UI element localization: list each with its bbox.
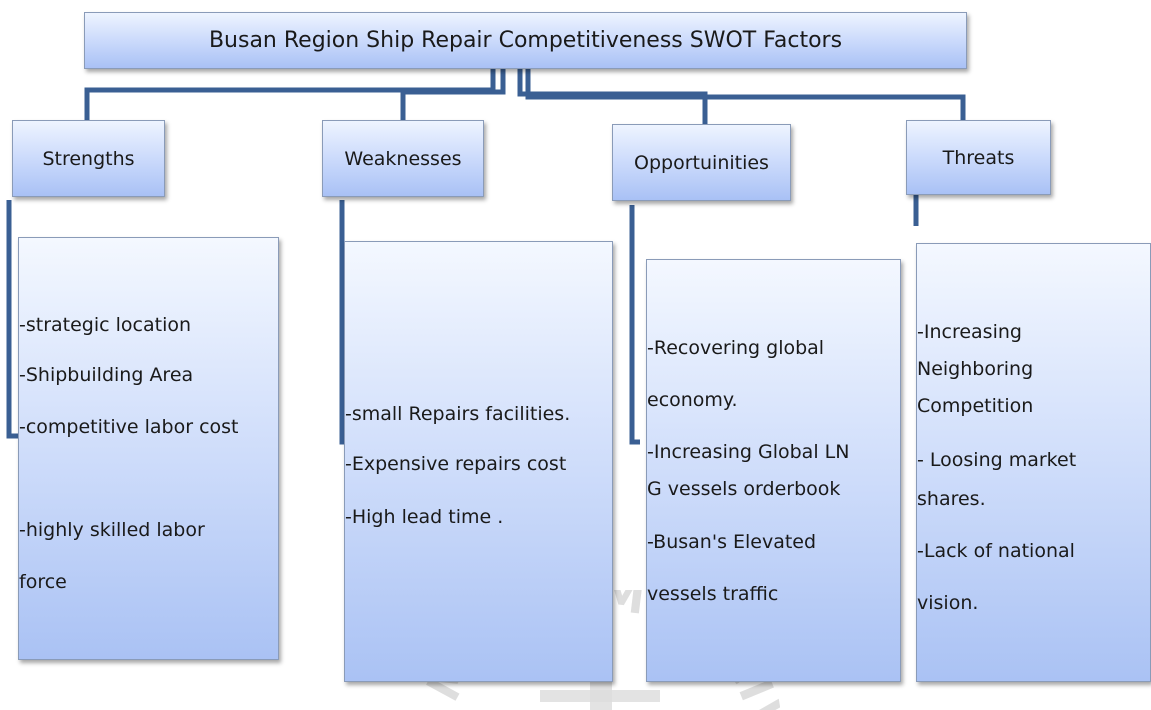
weakness-item: -Expensive repairs cost (345, 453, 567, 475)
header-threats-label: Threats (942, 146, 1015, 169)
weakness-item: -small Repairs facilities. (345, 403, 571, 425)
header-opportunities: Opportuinities (612, 124, 791, 201)
bracket-opportunities (629, 205, 640, 445)
opportunity-item: -Recovering global (647, 337, 825, 359)
diagram-title-text: Busan Region Ship Repair Competitiveness… (208, 28, 843, 53)
connector-weaknesses (400, 68, 506, 120)
strength-item: force (19, 571, 67, 593)
threat-item: Neighboring (917, 358, 1034, 380)
threat-item: Competition (917, 395, 1034, 417)
bracket-strengths (6, 200, 18, 439)
content-strengths: -strategic location -Shipbuilding Area -… (18, 237, 279, 660)
opportunity-item: -Busan's Elevated (647, 531, 817, 553)
connector-opportunities (517, 68, 708, 124)
strength-item: -strategic location (19, 314, 192, 336)
connector-strengths (84, 68, 496, 120)
connector-threats (525, 68, 966, 120)
strength-item: -Shipbuilding Area (19, 364, 194, 386)
threat-item: shares. (917, 488, 986, 510)
content-weaknesses: -small Repairs facilities. -Expensive re… (344, 241, 613, 682)
content-opportunities: -Recovering global economy. -Increasing … (646, 259, 901, 682)
threat-item: -Lack of national (917, 540, 1075, 562)
content-threats: -Increasing Neighboring Competition - Lo… (916, 243, 1151, 682)
header-strengths: Strengths (12, 120, 165, 197)
header-threats: Threats (906, 120, 1051, 195)
weakness-item: -High lead time . (345, 506, 504, 528)
opportunity-item: economy. (647, 389, 738, 411)
threat-item: vision. (917, 592, 979, 614)
header-strengths-label: Strengths (42, 147, 135, 170)
header-weaknesses: Weaknesses (322, 120, 484, 197)
diagram-title: Busan Region Ship Repair Competitiveness… (84, 12, 967, 69)
header-weaknesses-label: Weaknesses (344, 147, 462, 170)
opportunity-item: -Increasing Global LN (647, 441, 850, 463)
opportunity-item: G vessels orderbook (647, 478, 841, 500)
strength-item: -highly skilled labor (19, 519, 205, 541)
opportunity-item: vessels traffic (647, 583, 779, 605)
threat-item: -Increasing (917, 321, 1022, 343)
threat-item: - Loosing market (917, 449, 1077, 471)
header-opportunities-label: Opportuinities (634, 151, 769, 174)
strength-item: -competitive labor cost (19, 416, 239, 438)
